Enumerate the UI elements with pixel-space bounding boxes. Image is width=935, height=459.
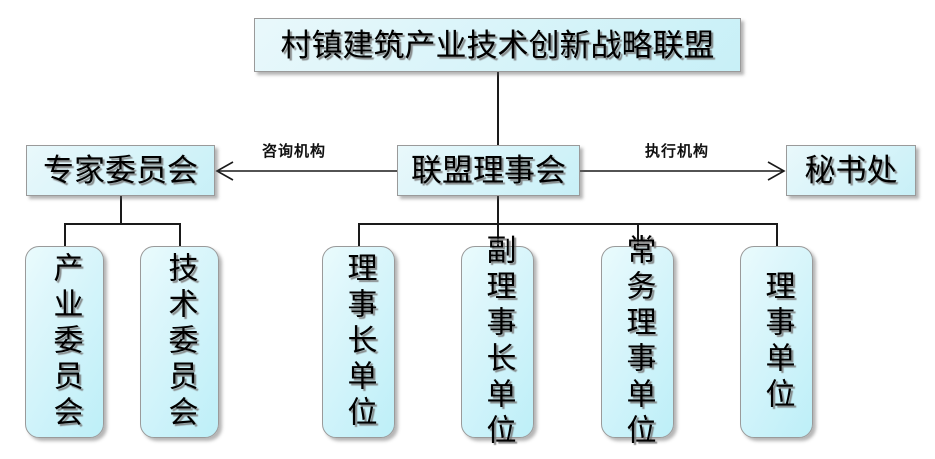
node-director-unit: 理事单位 <box>740 246 813 438</box>
node-standing-director-unit-label: 常务理事单位 <box>621 234 655 450</box>
node-director-unit-label: 理事单位 <box>760 270 794 414</box>
connector-council-drop-4 <box>776 223 778 247</box>
edge-label-advisory: 咨询机构 <box>262 144 327 160</box>
node-secretariat-label: 秘书处 <box>804 153 898 188</box>
connector-council-drop-3 <box>637 223 639 247</box>
connector-council-drop-1 <box>358 223 360 247</box>
connector-expert-stem <box>120 196 122 224</box>
arrow-council-to-expert <box>215 158 397 182</box>
connector-council-bus <box>358 223 777 225</box>
node-vice-chairman-unit-label: 副理事长单位 <box>481 234 515 450</box>
node-standing-director-unit: 常务理事单位 <box>601 234 674 450</box>
connector-expert-bus <box>64 223 180 225</box>
node-industry-committee-label: 产业委员会 <box>48 252 82 432</box>
connector-expert-drop-2 <box>179 223 181 247</box>
node-industry-committee: 产业委员会 <box>25 246 104 438</box>
connector-expert-drop-1 <box>64 223 66 247</box>
node-expert-committee: 专家委员会 <box>26 145 215 196</box>
connector-council-drop-2 <box>497 223 499 247</box>
connector-council-stem <box>497 196 499 224</box>
arrow-council-to-secretariat <box>580 158 786 182</box>
edge-label-executive: 执行机构 <box>645 144 710 160</box>
node-expert-committee-label: 专家委员会 <box>43 153 198 188</box>
node-vice-chairman-unit: 副理事长单位 <box>461 234 534 450</box>
node-chairman-unit: 理事长单位 <box>322 246 395 438</box>
node-technical-committee-label: 技术委员会 <box>163 252 197 432</box>
node-alliance-council-label: 联盟理事会 <box>411 153 566 188</box>
node-alliance-council: 联盟理事会 <box>397 145 580 196</box>
connector-title-to-council <box>497 72 499 145</box>
node-alliance-title: 村镇建筑产业技术创新战略联盟 <box>254 18 741 72</box>
node-chairman-unit-label: 理事长单位 <box>342 252 376 432</box>
node-alliance-title-label: 村镇建筑产业技术创新战略联盟 <box>280 27 715 63</box>
node-secretariat: 秘书处 <box>786 145 916 196</box>
node-technical-committee: 技术委员会 <box>140 246 219 438</box>
